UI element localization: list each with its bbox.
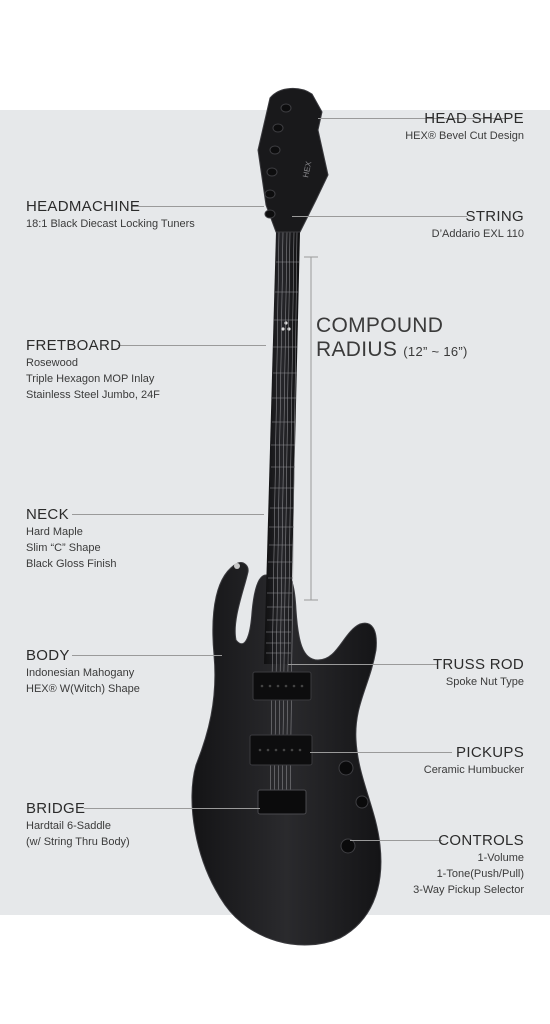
leader-body [72, 655, 222, 656]
spec-pickups: PICKUPS Ceramic Humbucker [424, 744, 524, 778]
neck-pickup [252, 671, 312, 701]
leader-fretboard [118, 345, 266, 346]
fretboard-title: FRETBOARD [26, 337, 122, 354]
pickup-poles [258, 684, 304, 752]
controls-line-selector: 3-Way Pickup Selector [413, 884, 524, 896]
bridge-title: BRIDGE [26, 800, 86, 817]
controls-title: CONTROLS [438, 832, 524, 849]
leader-headmachine [132, 206, 264, 207]
strings [269, 231, 298, 811]
pickup-selector [234, 563, 240, 569]
headstock-logo: HEX [301, 160, 313, 179]
bridge-line-type: Hardtail 6-Saddle [26, 820, 111, 832]
compound-radius-range: (12” ~ 16”) [403, 344, 468, 359]
head-shape-line: HEX® Bevel Cut Design [405, 130, 524, 142]
headmachine-line: 18:1 Black Diecast Locking Tuners [26, 218, 195, 230]
leader-string [292, 216, 467, 217]
fret-inlays [281, 321, 291, 331]
leader-head-shape [318, 118, 508, 119]
compound-radius-bracket [304, 256, 318, 601]
spec-fretboard: FRETBOARD Rosewood Triple Hexagon MOP In… [26, 337, 160, 403]
spec-head-shape: HEAD SHAPE HEX® Bevel Cut Design [405, 110, 524, 144]
leader-truss-rod [288, 664, 438, 665]
bridge-plate [257, 789, 307, 815]
tuners [264, 103, 292, 219]
fretboard-line-inlay: Triple Hexagon MOP Inlay [26, 373, 155, 385]
spec-string: STRING D’Addario EXL 110 [432, 208, 524, 242]
spec-neck: NECK Hard Maple Slim “C” Shape Black Glo… [26, 506, 116, 572]
leader-controls [350, 840, 442, 841]
fretboard-line-frets: Stainless Steel Jumbo, 24F [26, 389, 160, 401]
spec-truss-rod: TRUSS ROD Spoke Nut Type [433, 656, 524, 690]
neck-title: NECK [26, 506, 69, 523]
pickups-title: PICKUPS [456, 744, 524, 761]
truss-rod-title: TRUSS ROD [432, 656, 524, 673]
string-line: D’Addario EXL 110 [431, 228, 524, 240]
truss-rod-line: Spoke Nut Type [445, 676, 524, 688]
compound-radius-line1: COMPOUND [316, 314, 444, 337]
bridge-line-note: (w/ String Thru Body) [26, 836, 130, 848]
string-title: STRING [465, 208, 524, 225]
body-title: BODY [26, 647, 70, 664]
leader-neck [72, 514, 264, 515]
compound-radius-label: COMPOUND RADIUS (12” ~ 16”) [316, 314, 468, 364]
neck-line-shape: Slim “C” Shape [26, 542, 101, 554]
head-shape-title: HEAD SHAPE [424, 110, 524, 127]
pickups-line: Ceramic Humbucker [423, 764, 524, 776]
headmachine-title: HEADMACHINE [26, 198, 141, 215]
spec-controls: CONTROLS 1-Volume 1-Tone(Push/Pull) 3-Wa… [413, 832, 524, 898]
fretboard-line-wood: Rosewood [26, 357, 78, 369]
leader-pickups [310, 752, 452, 753]
controls-line-tone: 1-Tone(Push/Pull) [436, 868, 524, 880]
spec-bridge: BRIDGE Hardtail 6-Saddle (w/ String Thru… [26, 800, 130, 850]
neck-line-finish: Black Gloss Finish [26, 558, 117, 570]
control-knobs [338, 760, 369, 854]
controls-line-volume: 1-Volume [477, 852, 524, 864]
compound-radius-line2: RADIUS [316, 338, 398, 361]
spec-headmachine: HEADMACHINE 18:1 Black Diecast Locking T… [26, 198, 195, 232]
body-line-shape: HEX® W(Witch) Shape [26, 683, 140, 695]
body-line-wood: Indonesian Mahogany [26, 667, 135, 679]
bridge-pickup [249, 734, 313, 766]
guitar-neck [264, 232, 300, 664]
leader-bridge [84, 808, 260, 809]
neck-line-wood: Hard Maple [26, 526, 83, 538]
spec-body: BODY Indonesian Mahogany HEX® W(Witch) S… [26, 647, 140, 697]
